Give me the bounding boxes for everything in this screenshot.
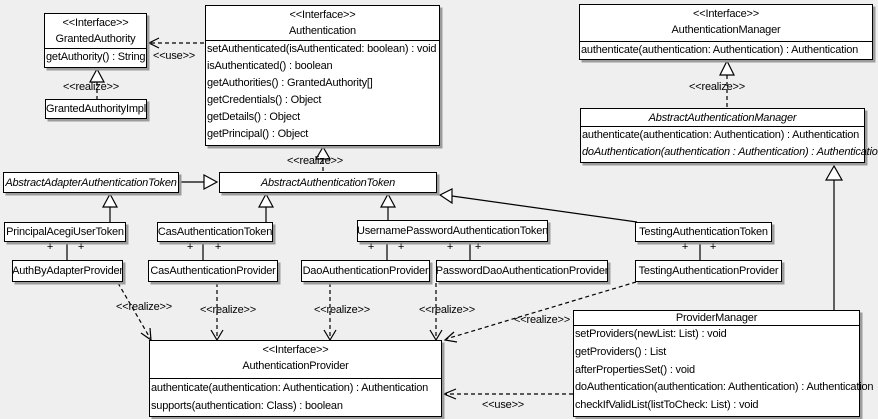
association-plus: + <box>681 241 689 253</box>
class-name: UsernamePasswordAuthenticationToken <box>356 225 549 237</box>
method: getAuthority() : String <box>46 51 146 63</box>
class-testing-authentication-provider[interactable]: TestingAuthenticationProvider <box>635 260 782 282</box>
class-name: PasswordDaoAuthenticationProvider <box>435 265 609 277</box>
dashed-dependency-lines <box>96 42 728 395</box>
generalization-arrowheads <box>88 59 844 208</box>
association-plus: + <box>186 241 194 253</box>
method: doAuthentication(authentication : Authen… <box>582 146 878 158</box>
use-label: <<use>> <box>152 50 196 62</box>
realize-label: <<realize>> <box>200 304 256 316</box>
class-cas-authentication-provider[interactable]: CasAuthenticationProvider <box>148 260 278 282</box>
method: authenticate(authentication: Authenticat… <box>582 129 860 141</box>
method: getCredentials() : Object <box>207 94 322 107</box>
method: getProviders() : List <box>575 345 667 358</box>
class-username-password-authentication-token[interactable]: UsernamePasswordAuthenticationToken <box>357 220 548 242</box>
method: supports(authentication: Class) : boolea… <box>151 400 343 412</box>
stereotype: <<Interface>> <box>262 344 329 356</box>
class-authentication-manager[interactable]: <<Interface>> AuthenticationManager auth… <box>579 4 873 60</box>
method: isAuthenticated() : boolean <box>207 60 333 73</box>
association-plus: + <box>214 241 222 253</box>
class-name: TestingAuthenticationToken <box>639 226 768 238</box>
class-abstract-authentication-token[interactable]: AbstractAuthenticationToken <box>219 172 437 193</box>
association-plus: + <box>446 241 454 253</box>
realize-label: <<realize>> <box>116 301 172 313</box>
class-granted-authority[interactable]: <<Interface>> GrantedAuthority getAuthor… <box>44 13 147 68</box>
class-authentication-provider[interactable]: <<Interface>> AuthenticationProvider aut… <box>149 340 442 417</box>
class-name: AbstractAuthenticationManager <box>581 109 864 127</box>
association-lines <box>66 180 835 310</box>
class-name: AuthenticationManager <box>671 24 781 36</box>
association-plus: + <box>709 241 717 253</box>
method: checkIfValidList(listToCheck: List) : vo… <box>575 399 759 412</box>
class-name: Authentication <box>289 25 356 37</box>
class-name: AuthenticationProvider <box>242 360 349 372</box>
realize-label: <<realize>> <box>314 304 370 316</box>
method: getAuthorities() : GrantedAuthority[] <box>207 77 373 90</box>
class-password-dao-authentication-provider[interactable]: PasswordDaoAuthenticationProvider <box>436 260 608 282</box>
association-plus: + <box>367 241 375 253</box>
stereotype: <<Interface>> <box>62 17 129 29</box>
use-label: <<use>> <box>481 399 525 411</box>
realize-label: <<realize>> <box>514 314 570 326</box>
class-name: DaoAuthenticationProvider <box>302 265 429 277</box>
class-granted-authority-impl[interactable]: GrantedAuthorityImpl <box>45 99 147 119</box>
class-name: GrantedAuthorityImpl <box>46 103 146 115</box>
method: authenticate(authentication: Authenticat… <box>581 44 859 56</box>
method: getPrincipal() : Object <box>207 128 309 141</box>
class-authentication[interactable]: <<Interface>> Authentication setAuthenti… <box>205 5 440 146</box>
association-plus: + <box>77 241 85 253</box>
class-abstract-authentication-manager[interactable]: AbstractAuthenticationManager authentica… <box>580 108 878 163</box>
stereotype: <<Interface>> <box>693 8 759 20</box>
method: afterPropertiesSet() : void <box>575 363 695 376</box>
association-plus: + <box>397 241 405 253</box>
method: setProviders(newList: List) : void <box>575 328 727 340</box>
class-cas-authentication-token[interactable]: CasAuthenticationToken <box>157 222 273 242</box>
class-abstract-adapter-authentication-token[interactable]: AbstractAdapterAuthenticationToken <box>3 172 179 193</box>
realize-label: <<realize>> <box>63 81 119 93</box>
class-principal-acegi-user-token[interactable]: PrincipalAcegiUserToken <box>4 222 126 242</box>
class-name: PrincipalAcegiUserToken <box>6 226 124 238</box>
method: doAuthentication(authentication: Authent… <box>575 381 874 394</box>
class-name: TestingAuthenticationProvider <box>638 265 779 277</box>
method: authenticate(authentication: Authenticat… <box>151 382 429 394</box>
class-name: ProviderManager <box>574 311 859 326</box>
class-provider-manager[interactable]: ProviderManager setProviders(newList: Li… <box>573 310 874 417</box>
realize-label: <<realize>> <box>689 81 745 93</box>
class-name: AuthByAdapterProvider <box>12 265 123 277</box>
class-auth-by-adapter-provider[interactable]: AuthByAdapterProvider <box>12 260 123 282</box>
realize-label: <<realize>> <box>419 304 475 316</box>
method: setAuthenticated(isAuthenticated: boolea… <box>207 43 437 55</box>
class-name: CasAuthenticationProvider <box>150 265 276 277</box>
class-name: GrantedAuthority <box>55 33 136 45</box>
method: getDetails() : Object <box>207 111 301 124</box>
class-dao-authentication-provider[interactable]: DaoAuthenticationProvider <box>301 260 430 282</box>
class-name: AbstractAuthenticationToken <box>260 176 396 189</box>
class-testing-authentication-token[interactable]: TestingAuthenticationToken <box>635 222 772 242</box>
association-plus: + <box>46 241 54 253</box>
association-plus: + <box>474 241 482 253</box>
class-name: CasAuthenticationToken <box>157 226 273 238</box>
stereotype: <<Interface>> <box>289 9 356 21</box>
class-name: AbstractAdapterAuthenticationToken <box>5 176 177 189</box>
realize-label: <<realize>> <box>287 155 343 167</box>
